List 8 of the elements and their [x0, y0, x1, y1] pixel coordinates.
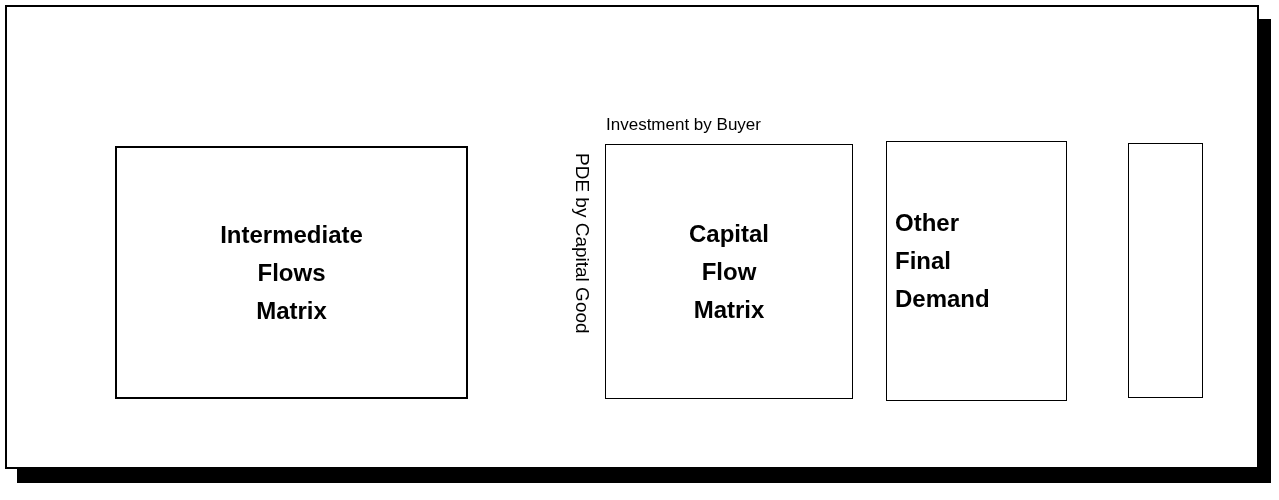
matrix-title: Other Final Demand: [895, 208, 990, 314]
matrix-box: [115, 146, 468, 399]
matrix-title: Intermediate Flows Matrix: [220, 219, 363, 326]
matrix-title: Capital Flow Matrix: [689, 218, 769, 325]
matrix-box: [886, 141, 1067, 401]
empty-box: [1128, 143, 1203, 398]
column-axis-label: Investment by Buyer: [606, 115, 761, 135]
row-axis-label: PDE by Capital Good: [571, 153, 593, 334]
